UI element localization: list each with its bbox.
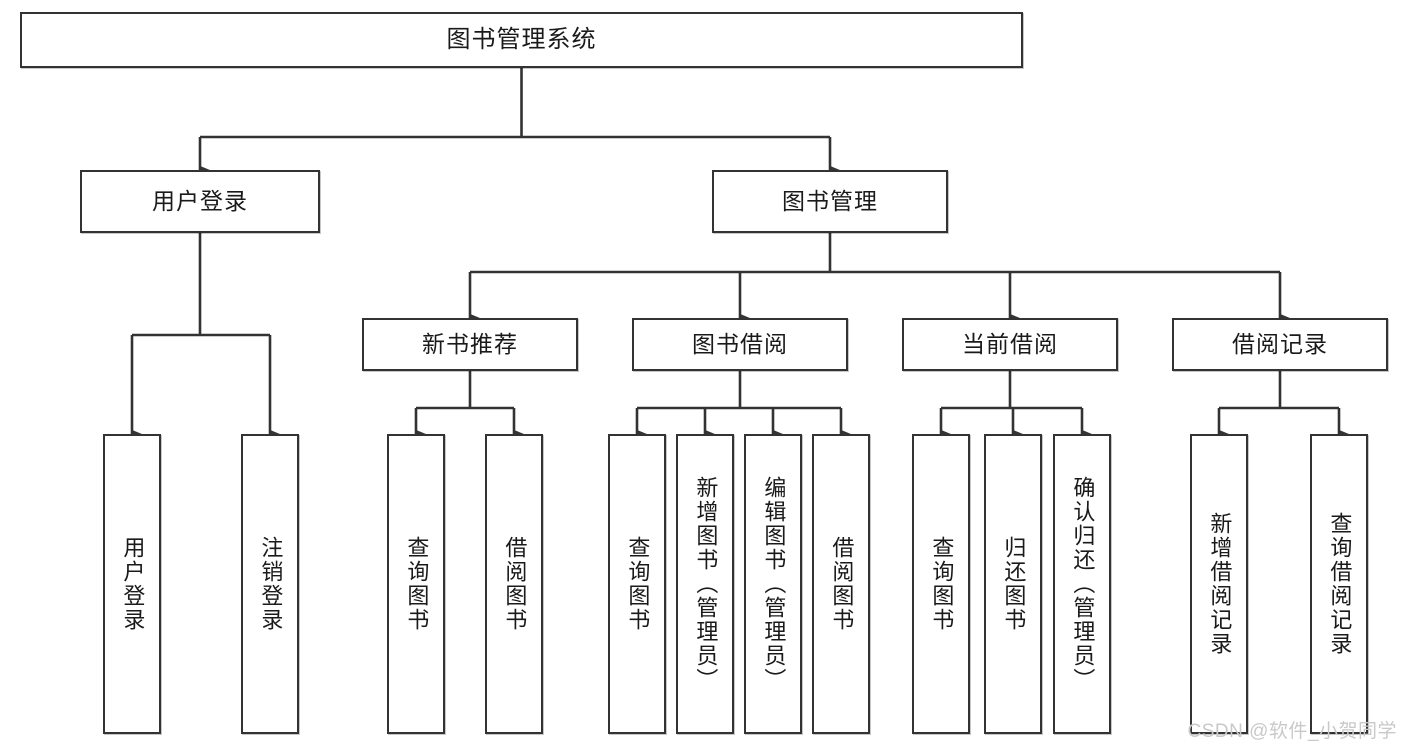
node-leaf-cb-query-book[interactable]: 查询图书	[912, 434, 970, 734]
node-borrow-record[interactable]: 借阅记录	[1172, 318, 1388, 371]
node-label: 归还图书	[1001, 536, 1027, 632]
node-book-manage[interactable]: 图书管理	[712, 170, 948, 233]
node-label: 借阅图书	[829, 536, 855, 632]
node-leaf-bb-add-book[interactable]: 新增图书（管理员）	[676, 434, 734, 734]
node-label: 查询借阅记录	[1327, 512, 1353, 656]
node-leaf-bb-edit-book[interactable]: 编辑图书（管理员）	[744, 434, 802, 734]
node-leaf-bb-borrow-book[interactable]: 借阅图书	[812, 434, 870, 734]
node-leaf-bb-query-book[interactable]: 查询图书	[608, 434, 666, 734]
node-new-book-rec[interactable]: 新书推荐	[362, 318, 578, 371]
node-label: 借阅记录	[1232, 330, 1328, 357]
node-leaf-user-logout[interactable]: 注销登录	[241, 434, 299, 734]
node-root-title[interactable]: 图书管理系统	[20, 12, 1023, 68]
node-label: 新增图书（管理员）	[693, 476, 719, 692]
node-label: 注销登录	[258, 536, 284, 632]
node-label: 新增借阅记录	[1207, 512, 1233, 656]
node-leaf-br-query-record[interactable]: 查询借阅记录	[1310, 434, 1368, 734]
node-label: 借阅图书	[502, 536, 528, 632]
node-leaf-rec-query-book[interactable]: 查询图书	[387, 434, 445, 734]
node-label: 新书推荐	[422, 330, 518, 357]
node-leaf-br-add-record[interactable]: 新增借阅记录	[1190, 434, 1248, 734]
node-label: 用户登录	[120, 536, 146, 632]
node-label: 图书管理系统	[446, 25, 597, 53]
node-label: 图书管理	[782, 187, 878, 214]
node-book-borrow[interactable]: 图书借阅	[632, 318, 848, 371]
node-user-login[interactable]: 用户登录	[80, 170, 320, 233]
watermark-text: CSDN @软件_小贺同学	[1187, 721, 1397, 742]
node-leaf-rec-borrow-book[interactable]: 借阅图书	[485, 434, 543, 734]
node-label: 查询图书	[404, 536, 430, 632]
node-label: 用户登录	[152, 187, 248, 214]
node-leaf-user-login[interactable]: 用户登录	[103, 434, 161, 734]
node-label: 图书借阅	[692, 330, 788, 357]
node-current-borrow[interactable]: 当前借阅	[902, 318, 1118, 371]
node-label: 查询图书	[625, 536, 651, 632]
node-leaf-cb-confirm-return[interactable]: 确认归还（管理员）	[1053, 434, 1111, 734]
node-label: 查询图书	[929, 536, 955, 632]
node-label: 确认归还（管理员）	[1070, 476, 1096, 692]
node-label: 当前借阅	[962, 330, 1058, 357]
node-leaf-cb-return-book[interactable]: 归还图书	[984, 434, 1042, 734]
node-label: 编辑图书（管理员）	[761, 476, 787, 692]
